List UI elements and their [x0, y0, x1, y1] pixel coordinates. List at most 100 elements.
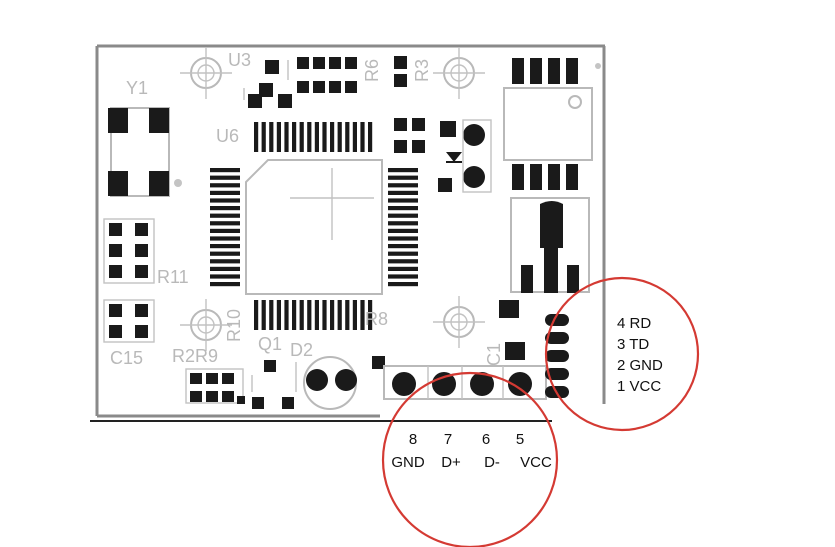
label-y1: Y1	[126, 78, 148, 98]
uart-pins-highlight-circle	[544, 276, 700, 432]
label-r10: R10	[224, 309, 244, 342]
regulator-u3: U3	[228, 50, 292, 108]
qfp-pin	[261, 122, 266, 152]
label-r3: R3	[412, 59, 432, 82]
qfp-pin	[307, 300, 312, 330]
crystal-y1: Y1	[108, 78, 182, 197]
resistor-r3: R3	[394, 56, 432, 87]
qfp-pin	[210, 282, 240, 287]
usb-pin-number: 7	[444, 431, 452, 448]
qfp-pin	[368, 300, 373, 330]
qfp-pin	[210, 183, 240, 188]
resistor-pack-r6: R6	[297, 57, 382, 93]
label-r8: R8	[365, 309, 388, 329]
qfp-pin	[210, 244, 240, 249]
qfp-pin	[360, 122, 365, 152]
qfp-pin	[388, 183, 418, 188]
mounting-hole-top-left	[180, 47, 232, 99]
qfp-pin	[210, 236, 240, 241]
qfp-pin	[210, 251, 240, 256]
passives-right-of-u6	[394, 118, 492, 193]
qfp-pin	[210, 266, 240, 271]
microcontroller-u6: U6	[210, 122, 418, 330]
qfp-pin	[388, 213, 418, 218]
qfp-pin	[330, 122, 335, 152]
uart-pin-label: 1 VCC	[617, 378, 661, 395]
label-u3: U3	[228, 50, 251, 70]
qfp-pin	[284, 300, 289, 330]
qfp-pin	[388, 244, 418, 249]
qfp-pin	[388, 259, 418, 264]
resistor-pack-r11: R11	[103, 218, 189, 287]
qfp-pin	[210, 259, 240, 264]
qfp-pin	[360, 300, 365, 330]
qfp-pin	[254, 300, 259, 330]
qfp-pin	[388, 266, 418, 271]
qfp-pin	[388, 168, 418, 173]
qfp-pin	[210, 175, 240, 180]
qfp-pin	[299, 300, 304, 330]
qfp-pin	[388, 274, 418, 279]
usb-pin-number: 6	[482, 431, 490, 448]
qfp-pin	[330, 300, 335, 330]
qfp-pin	[210, 221, 240, 226]
qfp-pin	[337, 122, 342, 152]
label-r6: R6	[362, 59, 382, 82]
qfp-pin	[388, 190, 418, 195]
uart-pads	[545, 314, 569, 398]
qfp-pin	[352, 122, 357, 152]
label-u6: U6	[216, 126, 239, 146]
uart-pin-label: 2 GND	[617, 357, 663, 374]
qfp-pin	[254, 122, 259, 152]
usb-pin-number: 8	[409, 431, 417, 448]
qfp-pin	[292, 300, 297, 330]
label-c15: C15	[110, 348, 143, 368]
qfp-pin	[210, 190, 240, 195]
qfp-pin	[210, 206, 240, 211]
uart-pin-label: 3 TD	[617, 336, 649, 353]
usb-pin-name: D-	[484, 454, 500, 471]
qfp-pin	[322, 300, 327, 330]
qfp-pin	[210, 168, 240, 173]
capacitor-c15: C15	[103, 299, 155, 368]
capacitor-c1: C1	[484, 300, 525, 366]
qfp-pin	[307, 122, 312, 152]
resistor-r8: R8	[365, 309, 388, 329]
qfp-pin	[388, 206, 418, 211]
qfp-pin	[261, 300, 266, 330]
qfp-pin	[345, 122, 350, 152]
qfp-pin	[314, 300, 319, 330]
qfp-pin	[388, 198, 418, 203]
qfp-pin	[210, 198, 240, 203]
qfp-pin	[276, 122, 281, 152]
qfp-pin	[269, 122, 274, 152]
power-component-right	[510, 197, 590, 293]
qfp-pin	[388, 236, 418, 241]
mounting-holes	[180, 47, 485, 351]
usb-pin-name: VCC	[520, 454, 552, 471]
qfp-pin	[292, 122, 297, 152]
uart-pin-label: 4 RD	[617, 315, 651, 332]
usb-pin-name: D+	[441, 454, 461, 471]
qfp-pin	[345, 300, 350, 330]
usb-pin-name: GND	[391, 454, 425, 471]
qfp-pin	[337, 300, 342, 330]
usb-pin-number: 5	[516, 431, 524, 448]
qfp-pin	[388, 221, 418, 226]
qfp-pin	[276, 300, 281, 330]
mounting-hole-bottom-right	[433, 296, 485, 348]
qfp-pin	[352, 300, 357, 330]
ic-soic8	[503, 58, 601, 190]
mounting-hole-top-right	[433, 47, 485, 99]
qfp-pin	[322, 122, 327, 152]
qfp-pin	[388, 175, 418, 180]
qfp-pin	[210, 228, 240, 233]
qfp-pin	[284, 122, 289, 152]
label-d2: D2	[290, 340, 313, 360]
qfp-pin	[269, 300, 274, 330]
board-outline	[90, 44, 606, 422]
label-r2r9: R2R9	[172, 346, 218, 366]
qfp-pin	[210, 213, 240, 218]
qfp-pin	[299, 122, 304, 152]
